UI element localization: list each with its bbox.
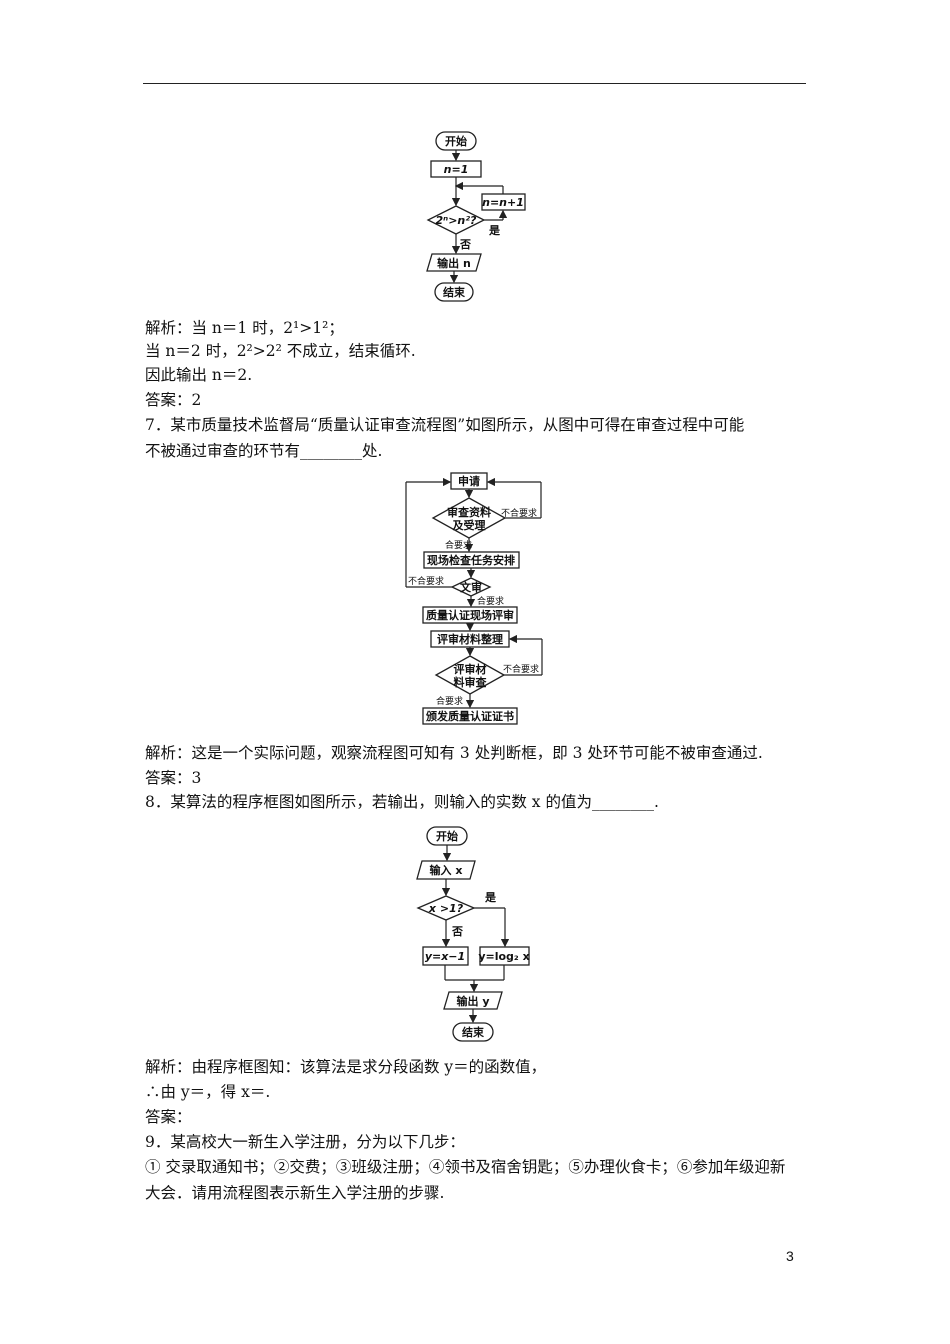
q8-solution-1: 解析：由程序框图知：该算法是求分段函数 y＝的函数值， <box>145 1058 547 1076</box>
q7-d3-line1: 评审材 <box>454 662 487 676</box>
q6-cond: 2ⁿ>n²? <box>436 214 478 227</box>
q8-no: 否 <box>451 925 463 938</box>
q6-no: 否 <box>459 238 471 251</box>
q7-reject-1: 不合要求 <box>501 507 537 519</box>
q6-end: 结束 <box>442 285 466 299</box>
q9-question-2: ① 交录取通知书；②交费；③班级注册；④领书及宿舍钥匙；⑤办理伙食卡；⑥参加年级… <box>145 1158 786 1176</box>
q7-pass-2: 合要求 <box>477 595 504 607</box>
q7-issue: 颁发质量认证证书 <box>426 709 514 723</box>
q8-question: 8．某算法的程序框图如图所示，若输出，则输入的实数 x 的值为________. <box>145 793 659 811</box>
q8-solution-2: ∴由 y＝，得 x＝. <box>145 1083 271 1101</box>
q7-answer: 答案：3 <box>145 769 202 787</box>
q7-organize: 评审材料整理 <box>437 632 503 646</box>
q6-solution-3: 因此输出 n＝2. <box>145 366 253 384</box>
q6-solution-2: 当 n＝2 时，2²>2² 不成立，结束循环. <box>145 342 416 360</box>
q7-reject-2: 不合要求 <box>408 575 444 587</box>
q6-yes: 是 <box>488 224 501 237</box>
q6-answer: 答案：2 <box>145 391 202 409</box>
q7-solution: 解析：这是一个实际问题，观察流程图可知有 3 处判断框，即 3 处环节可能不被审… <box>145 744 763 762</box>
q7-pass-3: 合要求 <box>436 695 463 707</box>
q6-start: 开始 <box>445 134 467 148</box>
page-number: 3 <box>786 1248 794 1264</box>
q8-input: 输入 x <box>430 863 463 877</box>
q9-question-1: 9．某高校大一新生入学注册，分为以下几步： <box>145 1133 465 1151</box>
q7-d2: 文审 <box>460 580 482 594</box>
q7-reject-3: 不合要求 <box>503 663 539 675</box>
header-rule <box>143 83 806 84</box>
q7-arrange: 现场检查任务安排 <box>427 553 515 567</box>
q7-question-2: 不被通过审查的环节有________处. <box>145 442 383 460</box>
q8-output: 输出 y <box>457 994 490 1008</box>
q8-start: 开始 <box>436 829 458 843</box>
q7-d1-line1: 审查资料 <box>447 505 491 519</box>
q6-output: 输出 n <box>437 256 471 270</box>
q8-cond: x >1? <box>428 902 464 915</box>
q8-yes: 是 <box>484 891 497 904</box>
q8-end: 结束 <box>461 1025 485 1039</box>
q7-pass-1: 合要求 <box>445 539 472 551</box>
q6-solution-1: 解析：当 n＝1 时，2¹>1²； <box>145 319 344 337</box>
q8-left: y=x−1 <box>425 950 465 963</box>
q8-answer: 答案： <box>145 1108 192 1126</box>
q6-init: n=1 <box>444 163 469 176</box>
q9-question-3: 大会．请用流程图表示新生入学注册的步骤. <box>145 1184 445 1202</box>
q7-apply: 申请 <box>458 474 480 488</box>
q6-update: n=n+1 <box>482 196 524 209</box>
q8-right: y=log₂ x <box>478 950 529 963</box>
q7-question-1: 7．某市质量技术监督局“质量认证审查流程图”如图所示，从图中可得在审查过程中可能 <box>145 416 745 434</box>
q7-onsite: 质量认证现场评审 <box>426 608 514 622</box>
q7-d3-line2: 料审查 <box>454 675 487 689</box>
q7-d1-line2: 及受理 <box>453 518 486 532</box>
